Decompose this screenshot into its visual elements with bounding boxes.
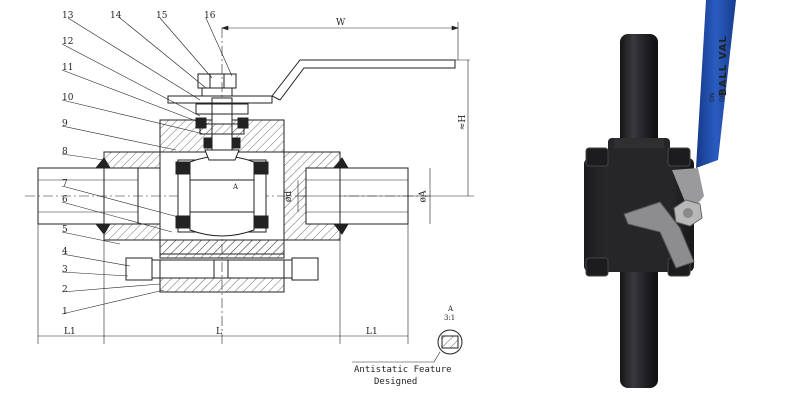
part-label-10: 10 [62,93,74,103]
ball [189,155,255,237]
dim-bore: ød [284,190,295,203]
dim-length: L [216,327,222,337]
part-label-16: 16 [204,11,216,21]
lever-handle [271,59,456,101]
bottom-bolt [125,239,319,293]
part-label-14: 14 [110,11,122,21]
photo-bolts [585,147,691,277]
photo-stop-plate [623,201,695,269]
part-label-9: 9 [62,119,68,129]
seat-bottom-left [175,215,191,229]
part-label-5: 5 [62,225,68,235]
note-line-2: Designed [374,377,418,387]
technical-drawing [25,17,474,363]
packing-nut [195,103,249,115]
part-label-1: 1 [62,307,68,317]
dim-height: ≈H [458,114,469,131]
dim-end-left: L1 [64,327,76,337]
view-ref-label: A [233,183,239,191]
part-label-11: 11 [62,63,74,73]
washer [201,87,233,97]
part-label-4: 4 [62,247,68,257]
part-label-8: 8 [62,147,68,157]
dim-outer-diameter: øA [418,190,429,203]
valve-photo: BALL VAL ON OFF [584,0,736,388]
part-label-12: 12 [62,37,74,47]
gland [199,123,245,135]
part-label-15: 15 [156,11,168,21]
part-label-13: 13 [62,11,74,21]
leader-lines [61,17,233,315]
seat-top-right [253,161,269,175]
dimension-lines [37,22,474,344]
dim-end-right: L1 [366,327,378,337]
photo-handle [696,0,736,168]
on-label: ON [709,93,716,102]
detail-label: A [448,305,454,313]
detail-scale: 3:1 [444,314,456,322]
dim-width: W [336,18,346,28]
detail-a [352,329,463,363]
seat-bottom-right [253,215,269,229]
part-label-3: 3 [62,265,68,275]
stem-tang [204,149,240,161]
part-label-6: 6 [62,195,68,205]
seat-top-left [175,161,191,175]
off-label: OFF [719,90,726,102]
handle-text: BALL VAL [718,35,729,96]
part-label-7: 7 [62,179,68,189]
part-label-2: 2 [62,285,68,295]
note-line-1: Antistatic Feature [354,365,452,375]
